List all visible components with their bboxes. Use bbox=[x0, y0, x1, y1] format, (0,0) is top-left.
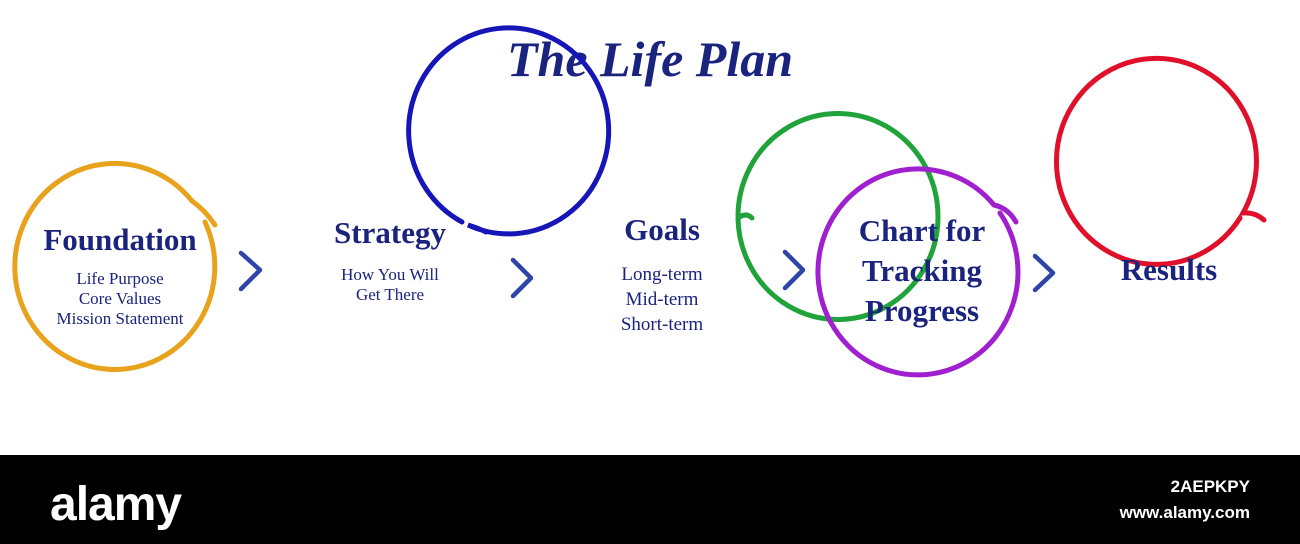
node-goals: Goals Long-term Mid-term Short-term bbox=[559, 212, 765, 337]
node-circle-goals bbox=[735, 111, 941, 322]
node-heading-line: Tracking bbox=[862, 253, 982, 288]
chevron-right-icon bbox=[238, 250, 263, 292]
node-circle-results bbox=[1053, 55, 1267, 267]
node-chart-for-tracking-progress: Chart for Tracking Progress bbox=[820, 211, 1024, 331]
node-foundation: Foundation Life Purpose Core Values Miss… bbox=[22, 222, 218, 329]
node-line: Life Purpose bbox=[76, 269, 164, 288]
node-line: Core Values bbox=[78, 289, 162, 308]
chevron-right-icon bbox=[510, 257, 534, 299]
chevron-right-icon bbox=[1032, 253, 1056, 293]
node-circle-chart bbox=[815, 166, 1021, 378]
node-heading: Foundation bbox=[43, 222, 197, 257]
image-id: 2AEPKPY bbox=[1170, 477, 1250, 496]
node-line: Long-term bbox=[621, 264, 703, 285]
node-heading: Strategy bbox=[334, 215, 446, 250]
chevron-right-icon bbox=[782, 249, 806, 291]
node-heading-line: Chart for bbox=[858, 213, 986, 248]
website-url: www.alamy.com bbox=[1119, 503, 1250, 522]
node-strategy: Strategy How You Will Get There bbox=[292, 215, 488, 305]
node-line: Mission Statement bbox=[56, 309, 184, 328]
node-circle-foundation bbox=[12, 160, 218, 372]
watermark-bar: alamy 2AEPKPY www.alamy.com bbox=[0, 455, 1300, 544]
node-results: Results bbox=[1070, 250, 1268, 290]
node-line: How You Will bbox=[341, 265, 439, 284]
node-heading: Results bbox=[1120, 252, 1218, 287]
node-circle-strategy bbox=[406, 25, 612, 237]
node-line: Short-term bbox=[620, 314, 704, 335]
node-line: Mid-term bbox=[625, 289, 699, 310]
brand-logo: alamy bbox=[50, 478, 182, 531]
node-heading-line: Progress bbox=[864, 293, 980, 328]
node-line: Get There bbox=[355, 285, 425, 304]
flow-diagram bbox=[12, 25, 1267, 378]
node-heading: Goals bbox=[624, 212, 700, 247]
